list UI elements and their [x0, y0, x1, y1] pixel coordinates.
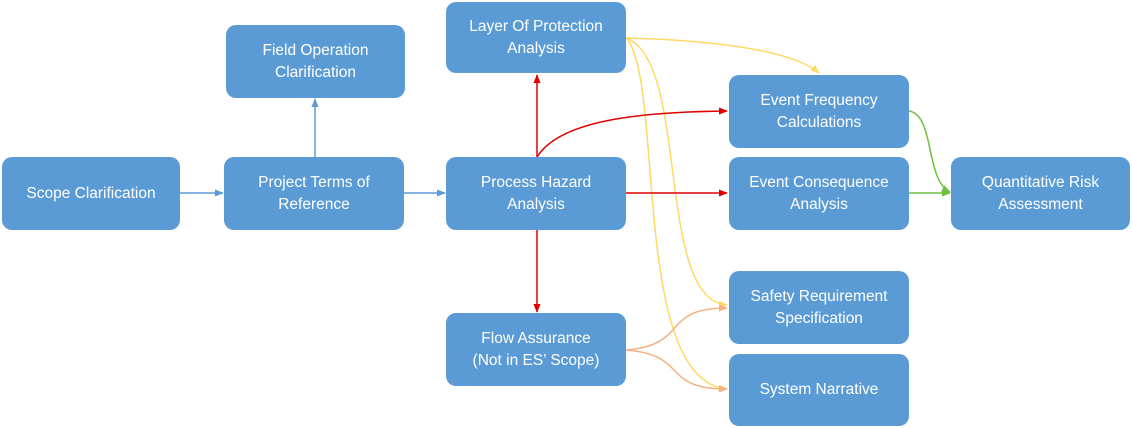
arrow-lopa-to-sn: [625, 37, 728, 392]
arrow-fa-to-sre: [625, 304, 728, 351]
node-process-hazard-analysis: Process Hazard Analysis: [446, 157, 626, 230]
arrow-pha-to-efc: [536, 107, 728, 158]
node-safety-requirement-specification: Safety Requirement Specification: [729, 271, 909, 344]
node-project-terms-of-reference: Project Terms of Reference: [224, 157, 404, 230]
arrow-lopa-to-sre: [625, 37, 728, 309]
arrow-fa-to-sn: [625, 349, 728, 393]
node-system-narrative: System Narrative: [729, 354, 909, 426]
arrow-efc-to-qra: [908, 110, 951, 193]
node-event-consequence-analysis: Event Consequence Analysis: [729, 157, 909, 230]
arrow-lopa-to-efc: [625, 37, 820, 74]
node-event-frequency-calculations: Event Frequency Calculations: [729, 75, 909, 148]
node-quantitative-risk-assessment: Quantitative Risk Assessment: [951, 157, 1130, 230]
node-field-operation-clarification: Field Operation Clarification: [226, 25, 405, 98]
node-layer-of-protection-analysis: Layer Of Protection Analysis: [446, 2, 626, 73]
node-flow-assurance: Flow Assurance (Not in ES’ Scope): [446, 313, 626, 386]
node-scope-clarification: Scope Clarification: [2, 157, 180, 230]
